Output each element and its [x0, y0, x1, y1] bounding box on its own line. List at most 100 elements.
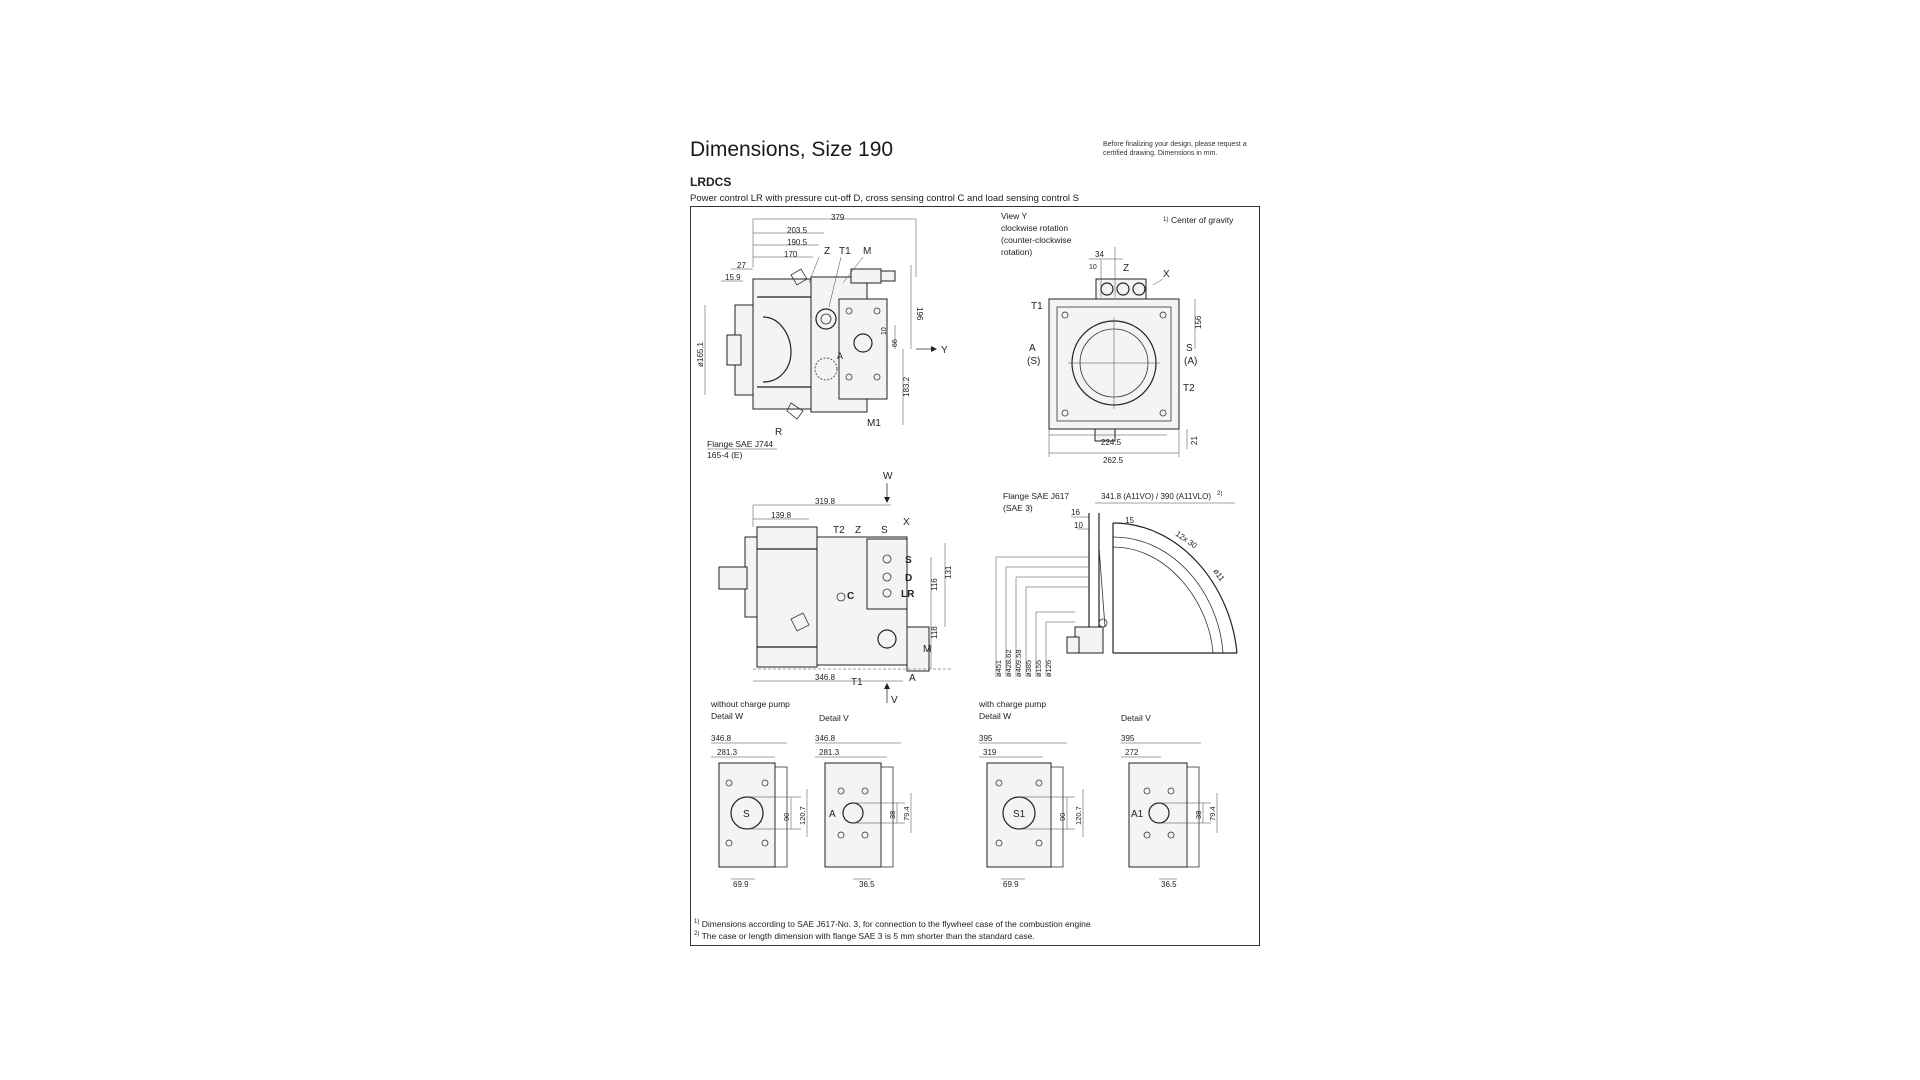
dim-170: 170 — [784, 250, 798, 259]
port-s-m: S — [881, 525, 888, 536]
port-d-valve: D — [905, 573, 912, 584]
detail2-dim-e: 79.4 — [902, 806, 911, 821]
detail3-dim-d: 90 — [1058, 813, 1067, 821]
dia-409-58: ø409.58 — [1014, 649, 1023, 677]
footnote-1: 1) Dimensions according to SAE J617-No. … — [694, 919, 1091, 929]
middle-right-view: Flange SAE J617 (SAE 3) 341.8 (A11VO) / … — [994, 491, 1238, 677]
port-a-y: A — [1029, 343, 1036, 354]
detail4-dim-b: 272 — [1125, 748, 1139, 757]
detail3-caption: with charge pump — [978, 699, 1046, 709]
middle-left-view: W 319.8 139.8 T2 Z — [718, 471, 953, 706]
dimension-drawing: 379 203.5 190.5 170 27 15.9 — [696, 211, 1238, 889]
detail2-dim-d: 38 — [888, 811, 897, 819]
top-left-view: 379 203.5 190.5 170 27 15.9 — [696, 213, 948, 460]
dim-15: 15 — [1125, 516, 1134, 525]
detail1-label: Detail W — [711, 711, 743, 721]
detail3-dim-a: 395 — [979, 734, 993, 743]
detail-w-charge: with charge pump Detail W 395 319 S1 90 … — [978, 699, 1084, 889]
dim-196: 196 — [915, 307, 924, 321]
detail3-dim-b: 319 — [983, 748, 997, 757]
port-x-y: X — [1163, 269, 1170, 280]
view-y-line1: View Y — [1001, 211, 1027, 221]
detail4-dim-c: 36.5 — [1161, 880, 1177, 889]
detail2-dim-a: 346.8 — [815, 734, 836, 743]
dim-118: 118 — [930, 626, 939, 639]
port-a-m: A — [909, 673, 916, 684]
detail3-label: Detail W — [979, 711, 1011, 721]
dia-126: ø126 — [1044, 660, 1053, 677]
port-t1: T1 — [839, 246, 851, 257]
center-gravity-note: Center of gravity — [1171, 215, 1234, 225]
detail1-dim-e: 120.7 — [798, 806, 807, 825]
detail3-dim-c: 69.9 — [1003, 880, 1019, 889]
detail1-dim-a: 346.8 — [711, 734, 732, 743]
detail-v-charge: Detail V 395 272 A1 38 79.4 36.5 — [1121, 713, 1218, 889]
dim-156: 156 — [1194, 315, 1203, 329]
port-m-m: M — [923, 644, 931, 655]
detail4-port: A1 — [1131, 809, 1144, 820]
control-description: Power control LR with pressure cut-off D… — [690, 193, 1079, 204]
view-y-line3: (counter-clockwise — [1001, 235, 1072, 245]
dim-139-8: 139.8 — [771, 511, 792, 520]
port-m: M — [863, 246, 871, 257]
port-t2-y: T2 — [1183, 383, 1195, 394]
page-title: Dimensions, Size 190 — [690, 138, 894, 161]
length-note: 341.8 (A11VO) / 390 (A11VLO) — [1101, 492, 1211, 501]
detail2-dim-b: 281.3 — [819, 748, 840, 757]
port-a-paren-y: (A) — [1184, 356, 1197, 367]
drawing-frame: 379 203.5 190.5 170 27 15.9 — [690, 206, 1260, 946]
dim-165-1: ø165.1 — [696, 342, 705, 367]
port-a: A — [837, 351, 843, 361]
detail2-port: A — [829, 809, 836, 820]
flange-j617-label: Flange SAE J617 — [1003, 491, 1069, 501]
port-z-m: Z — [855, 525, 861, 536]
port-s-paren-y: (S) — [1027, 356, 1040, 367]
view-y-line2: clockwise rotation — [1001, 223, 1068, 233]
port-s-y: S — [1186, 343, 1193, 354]
detail2-label: Detail V — [819, 713, 849, 723]
port-z-y: Z — [1123, 263, 1129, 274]
view-y-line4: rotation) — [1001, 247, 1032, 257]
detail1-dim-b: 281.3 — [717, 748, 738, 757]
view-w-label: W — [883, 471, 893, 482]
port-s-valve: S — [905, 555, 912, 566]
dim-o11: ø11 — [1211, 567, 1226, 583]
detail2-dim-c: 36.5 — [859, 880, 875, 889]
design-note: Before finalizing your design, please re… — [1103, 141, 1247, 157]
dia-385: ø385 — [1024, 660, 1033, 677]
detail4-dim-e: 79.4 — [1208, 806, 1217, 821]
port-t1-y: T1 — [1031, 301, 1043, 312]
dim-183-2: 183.2 — [902, 376, 911, 397]
port-m1: M1 — [867, 418, 881, 429]
dim-21: 21 — [1190, 436, 1199, 445]
port-t2-m: T2 — [833, 525, 845, 536]
dim-12x30: 12x 30 — [1174, 529, 1199, 550]
detail4-label: Detail V — [1121, 713, 1151, 723]
port-x-m: X — [903, 517, 910, 528]
dia-451: ø451 — [994, 660, 1003, 677]
dim-379: 379 — [831, 213, 845, 222]
dia-155: ø155 — [1034, 660, 1043, 677]
footnote-2: 2) The case or length dimension with fla… — [694, 931, 1035, 941]
dim-116: 116 — [930, 578, 939, 591]
dim-319-8: 319.8 — [815, 497, 836, 506]
svg-text:1): 1) — [1163, 217, 1168, 223]
control-code: LRDCS — [690, 175, 732, 189]
port-c-valve: C — [847, 591, 854, 602]
detail-w-no-charge: without charge pump Detail W 346.8 281.3… — [710, 699, 808, 889]
label-y: Y — [941, 345, 948, 356]
dim-224-5: 224.5 — [1101, 438, 1122, 447]
port-r: R — [775, 427, 782, 438]
dia-428-62: ø428.62 — [1004, 649, 1013, 677]
dim-190-5: 190.5 — [787, 238, 808, 247]
dim-66: 66 — [892, 339, 899, 347]
detail3-dim-e: 120.7 — [1074, 806, 1083, 825]
top-right-view: View Y clockwise rotation (counter-clock… — [1001, 211, 1234, 465]
view-v-label: V — [891, 695, 898, 706]
detail3-port: S1 — [1013, 809, 1026, 820]
port-z: Z — [824, 246, 830, 257]
dim-10b: 10 — [1089, 264, 1097, 271]
detail-v-no-charge: Detail V 346.8 281.3 A 38 79.4 36.5 — [815, 713, 912, 889]
dim-10: 10 — [881, 327, 888, 335]
dim-16: 16 — [1071, 508, 1080, 517]
